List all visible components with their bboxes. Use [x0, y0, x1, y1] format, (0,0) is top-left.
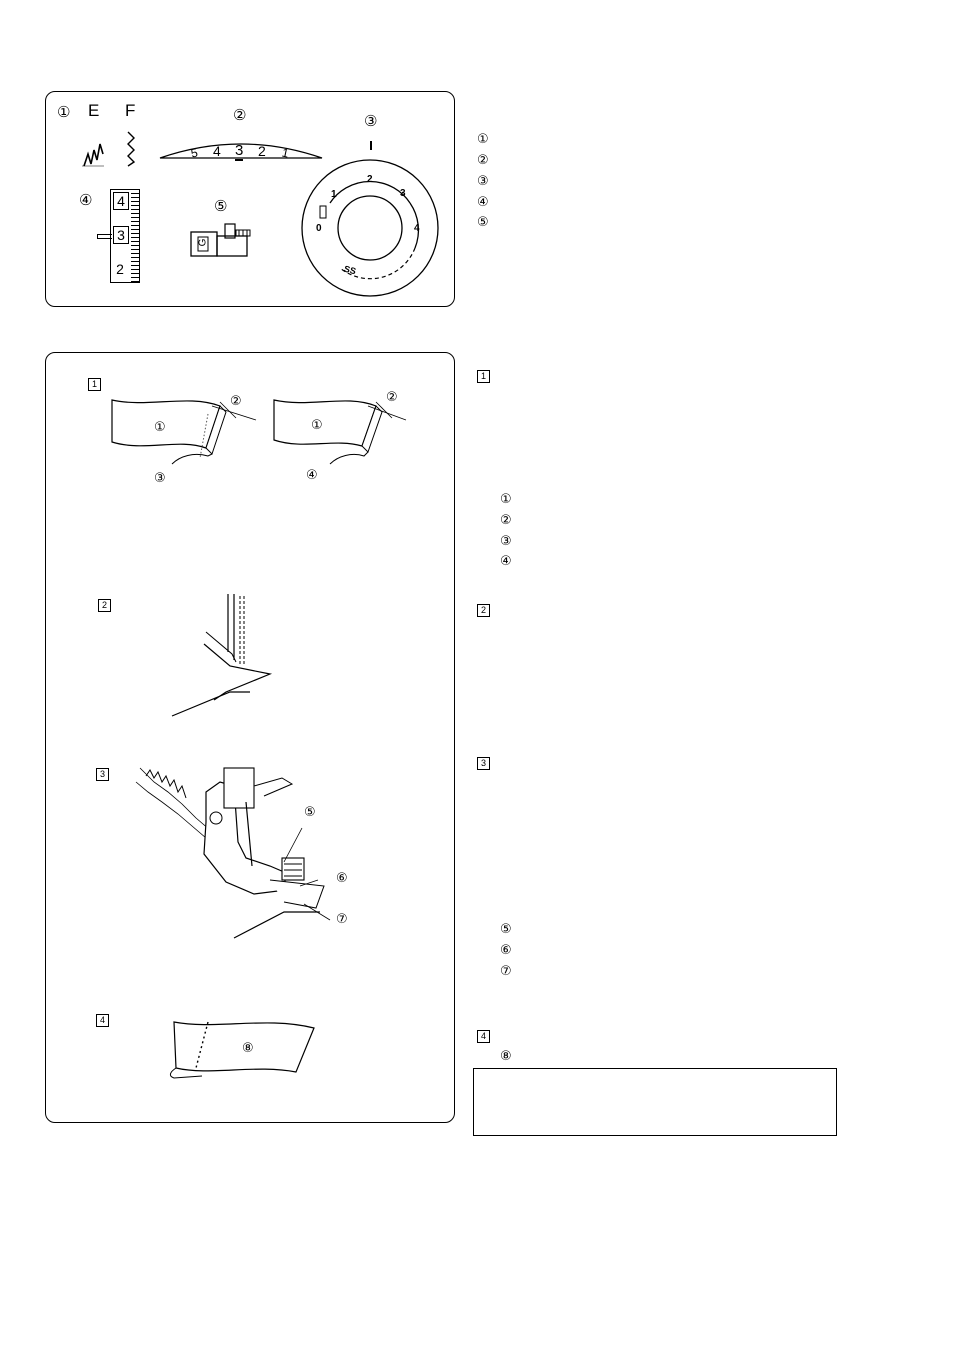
text-step-1-item-2: ②	[500, 513, 512, 528]
dial-index-mark	[370, 141, 372, 150]
stitch-length-dial	[301, 159, 439, 297]
marker-1: ①	[57, 103, 71, 121]
dial-tick-4: 4	[414, 223, 420, 234]
step-1-right-label-4: ④	[306, 468, 318, 483]
dial-tick-2: 2	[367, 174, 373, 185]
pattern-f-stitch-icon	[127, 131, 136, 167]
note-box	[473, 1068, 837, 1136]
text-step-3-item-7: ⑦	[500, 964, 512, 979]
legend-item-5: ⑤	[477, 215, 489, 230]
step-3-presser-foot-figure	[135, 767, 331, 939]
dial-tick-1: 1	[331, 189, 337, 200]
length-scale-3: 3	[113, 226, 129, 244]
text-step-1-item-4: ④	[500, 554, 512, 569]
step-4-finished-hem-figure	[169, 1021, 315, 1079]
text-step-1-item-1: ①	[500, 492, 512, 507]
legend-item-4: ④	[477, 195, 489, 210]
presser-foot-icon	[190, 223, 251, 257]
marker-3: ③	[364, 112, 378, 130]
step-1-right-label-1: ①	[311, 418, 323, 433]
step-4-label-8: ⑧	[242, 1041, 254, 1056]
text-step-1-item-3: ③	[500, 534, 512, 549]
step-3-label-5: ⑤	[304, 805, 316, 820]
stitch-width-tick-3: 3	[235, 142, 244, 161]
legend-item-2: ②	[477, 153, 489, 168]
text-step-1-number: 1	[477, 370, 490, 383]
pattern-e-stitch-icon	[82, 143, 104, 167]
step-1-fabric-right	[273, 399, 407, 465]
step-2-number: 2	[98, 599, 111, 612]
stitch-width-tick-4: 4	[213, 143, 221, 159]
dial-tick-3: 3	[400, 188, 406, 199]
step-1-fabric-left	[111, 399, 257, 465]
text-step-3-item-5: ⑤	[500, 922, 512, 937]
dial-tick-0: 0	[316, 223, 322, 234]
step-2-needle-figure	[171, 594, 273, 717]
step-3-label-7: ⑦	[336, 912, 348, 927]
text-step-2-number: 2	[477, 604, 490, 617]
text-step-3-item-6: ⑥	[500, 943, 512, 958]
step-1-left-label-2: ②	[230, 394, 242, 409]
foot-letter: G	[197, 238, 209, 247]
length-scale	[110, 189, 140, 283]
pattern-f-label: F	[125, 101, 136, 120]
text-step-4-number: 4	[477, 1030, 490, 1043]
length-scale-pointer	[97, 234, 112, 239]
step-3-label-6: ⑥	[336, 871, 348, 886]
pattern-e-label: E	[88, 101, 100, 120]
length-scale-4: 4	[113, 192, 129, 210]
step-1-left-label-1: ①	[154, 420, 166, 435]
stitch-width-scale	[159, 143, 323, 159]
marker-4: ④	[79, 191, 93, 209]
text-step-4-item-8: ⑧	[500, 1049, 512, 1064]
step-1-number: 1	[88, 378, 101, 391]
marker-2: ②	[233, 106, 247, 124]
length-scale-2: 2	[116, 261, 124, 277]
marker-5: ⑤	[214, 197, 228, 215]
step-4-number: 4	[96, 1014, 109, 1027]
stitch-width-tick-2: 2	[258, 143, 266, 159]
text-step-3-number: 3	[477, 757, 490, 770]
step-3-number: 3	[96, 768, 109, 781]
steps-panel	[45, 352, 455, 1123]
step-1-right-label-2: ②	[386, 390, 398, 405]
legend-item-3: ③	[477, 174, 489, 189]
step-1-left-label-3: ③	[154, 471, 166, 486]
legend-item-1: ①	[477, 132, 489, 147]
